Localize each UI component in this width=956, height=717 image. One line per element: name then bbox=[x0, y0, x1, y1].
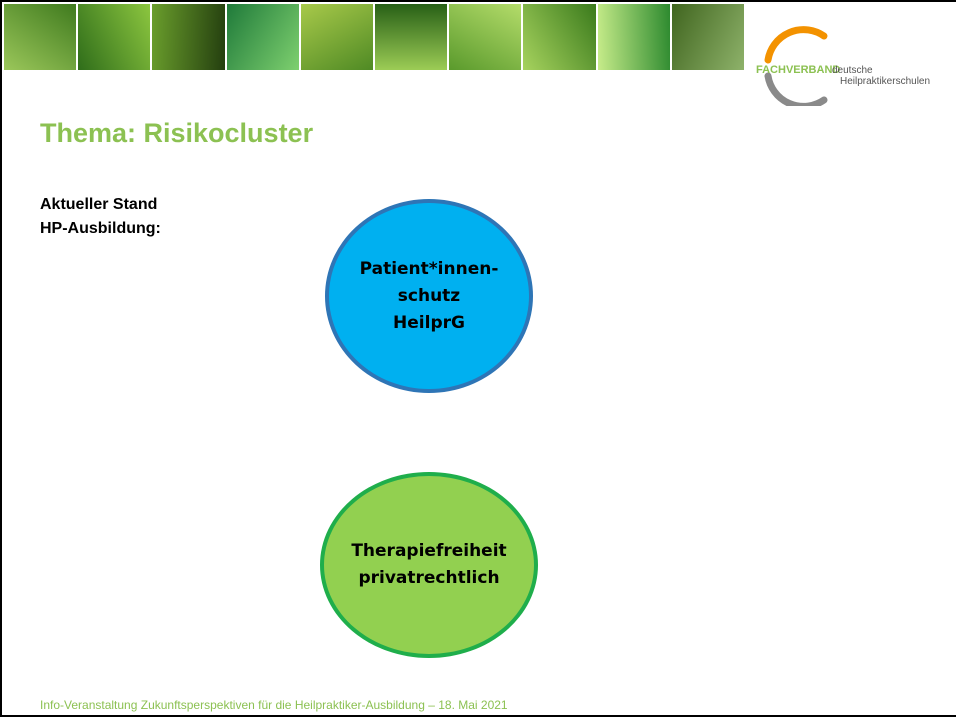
logo-graphic: FACHVERBAND deutsche Heilpraktikerschule… bbox=[756, 26, 930, 110]
ellipse-line: schutz bbox=[397, 285, 461, 306]
therapy-freedom-ellipse: Therapiefreiheit privatrechtlich bbox=[320, 472, 538, 658]
banner-tile-7 bbox=[449, 4, 522, 70]
patient-protection-ellipse: Patient*innen- schutz HeilprG bbox=[325, 199, 533, 393]
banner-tile-5 bbox=[300, 4, 374, 70]
banner-tile-4 bbox=[226, 4, 299, 70]
leaf-photo-banner bbox=[4, 4, 745, 70]
slide-title: Thema: Risikocluster bbox=[40, 118, 314, 148]
side-label: Aktueller Stand HP-Ausbildung: bbox=[40, 193, 161, 241]
banner-tile-3 bbox=[152, 4, 225, 70]
ellipse-line: HeilprG bbox=[393, 312, 465, 333]
banner-tile-1 bbox=[4, 4, 77, 70]
ellipse-line: Therapiefreiheit bbox=[351, 541, 507, 561]
ellipse-line: Patient*innen- bbox=[359, 258, 499, 279]
side-label-line-1: Aktueller Stand bbox=[40, 196, 158, 213]
banner-tile-6 bbox=[375, 4, 448, 70]
footer-text: Info-Veranstaltung Zukunftsperspektiven … bbox=[40, 698, 508, 712]
banner-tile-2 bbox=[78, 4, 151, 70]
banner-tile-10 bbox=[671, 4, 745, 70]
banner-tile-8 bbox=[523, 4, 596, 70]
logo-line1: deutsche bbox=[832, 65, 873, 76]
side-label-line-2: HP-Ausbildung: bbox=[40, 220, 161, 237]
logo-line2: Heilpraktikerschulen bbox=[840, 76, 930, 87]
banner-tile-9 bbox=[597, 4, 670, 70]
fachverband-logo: FACHVERBAND deutsche Heilpraktikerschule… bbox=[754, 16, 954, 110]
ellipse-line: privatrechtlich bbox=[358, 568, 500, 588]
logo-brand: FACHVERBAND bbox=[756, 64, 840, 76]
